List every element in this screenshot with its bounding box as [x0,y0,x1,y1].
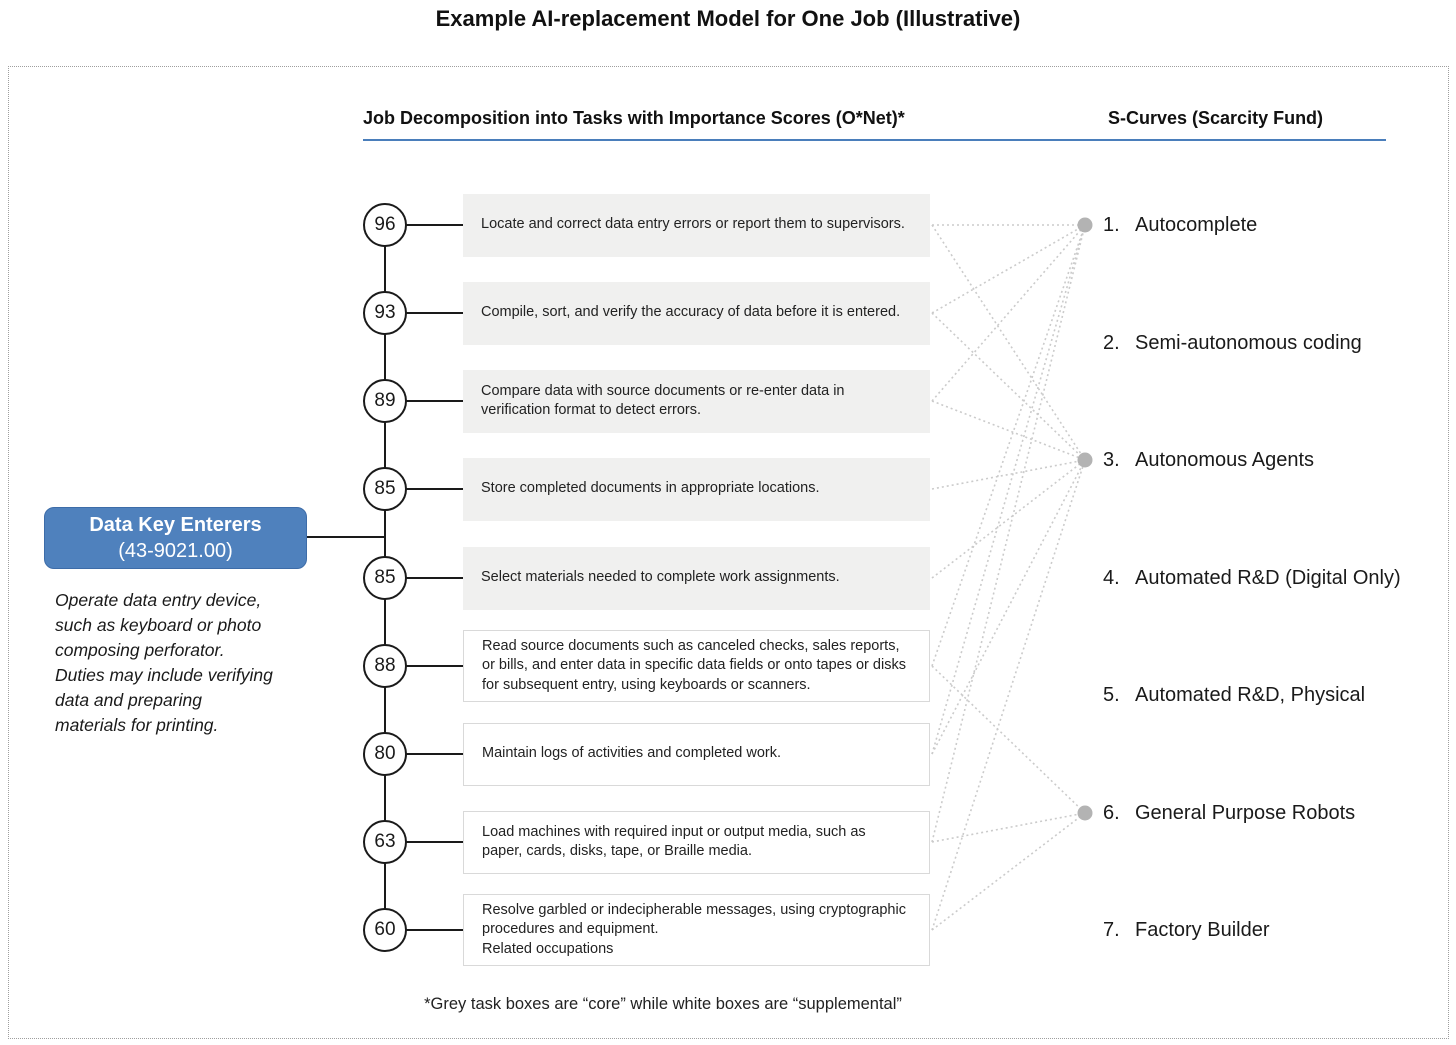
task-box: Select materials needed to complete work… [463,546,930,610]
job-description-line: such as keyboard or photo [55,615,262,635]
scurve-label: Automated R&D, Physical [1135,684,1366,706]
task-score-circle: 96 [363,203,407,247]
task-scurve-dotted-line [931,459,1086,931]
task-text: Read source documents such as canceled c… [482,637,906,693]
task-text: Locate and correct data entry errors or … [481,216,905,233]
scurve-item: 4. Automated R&D (Digital Only) [1103,562,1401,594]
scurve-endpoint-dot [1077,217,1093,233]
job-code: (43-9021.00) [118,540,233,562]
task-box: Load machines with required input or out… [463,810,930,874]
job-description-line: data and preparing [55,690,202,710]
scurve-label: General Purpose Robots [1135,802,1356,824]
scurves-column-header: S-Curves (Scarcity Fund) [1108,108,1324,128]
scurve-item: 3. Autonomous Agents [1103,444,1314,476]
scurve-label: Semi-autonomous coding [1135,332,1362,354]
task-box: Compile, sort, and verify the accuracy o… [463,281,930,345]
job-description: Operate data entry device, such as keyboa… [55,588,315,738]
task-scurve-dotted-line [931,459,1086,579]
task-score-circle: 88 [363,644,407,688]
task-score-circle: 89 [363,379,407,423]
task-scurve-dotted-line [931,459,1086,755]
scurve-number: 3. [1103,449,1120,471]
task-score-circle: 85 [363,467,407,511]
footnote: *Grey task boxes are “core” while white … [424,995,902,1013]
job-description-line: materials for printing. [55,715,219,735]
tasks-column-header: Job Decomposition into Tasks with Import… [363,108,905,128]
scurve-number: 4. [1103,567,1120,589]
scurve-number: 1. [1103,214,1120,236]
job-description-line: Duties may include verifying [55,665,273,685]
scurve-item: 1. Autocomplete [1103,209,1257,241]
task-text: Select materials needed to complete work… [481,569,840,586]
task-text: Compile, sort, and verify the accuracy o… [481,304,901,321]
task-score-circle: 60 [363,908,407,952]
task-scurve-dotted-line [931,224,1086,667]
task-scurve-dotted-line [931,224,1086,314]
task-score-circle: 85 [363,556,407,600]
scurve-endpoint-dot [1077,805,1093,821]
task-scurve-dotted-line [931,224,1086,843]
diagram-border [8,66,1449,1039]
scurve-number: 7. [1103,919,1120,941]
task-box: Compare data with source documents or re… [463,369,930,433]
task-text: Load machines with required input or out… [482,823,866,860]
scurve-item: 6. General Purpose Robots [1103,797,1355,829]
job-description-line: composing perforator. [55,640,225,660]
scurve-label: Automated R&D (Digital Only) [1135,567,1401,589]
job-name: Data Key Enterers [89,514,262,536]
task-text-secondary: Related occupations [482,940,614,957]
scurve-number: 2. [1103,332,1120,354]
task-box: Locate and correct data entry errors or … [463,193,930,257]
job-title-box: Data Key Enterers (43-9021.00) [44,507,307,569]
task-box: Maintain logs of activities and complete… [463,722,930,786]
task-box: Resolve garbled or indecipherable messag… [463,894,930,966]
scurve-label: Factory Builder [1135,919,1270,941]
task-scurve-dotted-line [931,224,1086,402]
scurve-label: Autocomplete [1135,214,1258,236]
task-scurve-dotted-line [931,812,1086,931]
header-underline [363,139,1386,141]
scurve-item: 7. Factory Builder [1103,914,1270,946]
task-scurve-dotted-line [931,665,1086,814]
task-score-circle: 80 [363,732,407,776]
task-score-circle: 93 [363,291,407,335]
task-box: Store completed documents in appropriate… [463,457,930,521]
job-description-line: Operate data entry device, [55,590,262,610]
task-text: Resolve garbled or indecipherable messag… [482,901,906,938]
task-text: Compare data with source documents or re… [481,382,845,419]
scurve-label: Autonomous Agents [1135,449,1315,471]
scurve-item: 5. Automated R&D, Physical [1103,679,1365,711]
scurve-number: 6. [1103,802,1120,824]
task-scurve-dotted-line [931,812,1086,843]
scurve-number: 5. [1103,684,1120,706]
scurve-endpoint-dot [1077,452,1093,468]
task-scurve-dotted-line [931,312,1086,461]
task-scurve-dotted-line [931,224,1086,755]
task-text: Maintain logs of activities and complete… [482,745,782,762]
scurve-item: 2. Semi-autonomous coding [1103,327,1362,359]
task-scurve-dotted-line [931,224,1086,461]
task-score-circle: 63 [363,820,407,864]
task-text: Store completed documents in appropriate… [481,480,820,497]
task-scurve-dotted-line [931,459,1086,490]
task-scurve-dotted-line [931,400,1086,461]
page-title: Example AI-replacement Model for One Job… [435,6,1021,31]
task-box: Read source documents such as canceled c… [463,630,930,702]
